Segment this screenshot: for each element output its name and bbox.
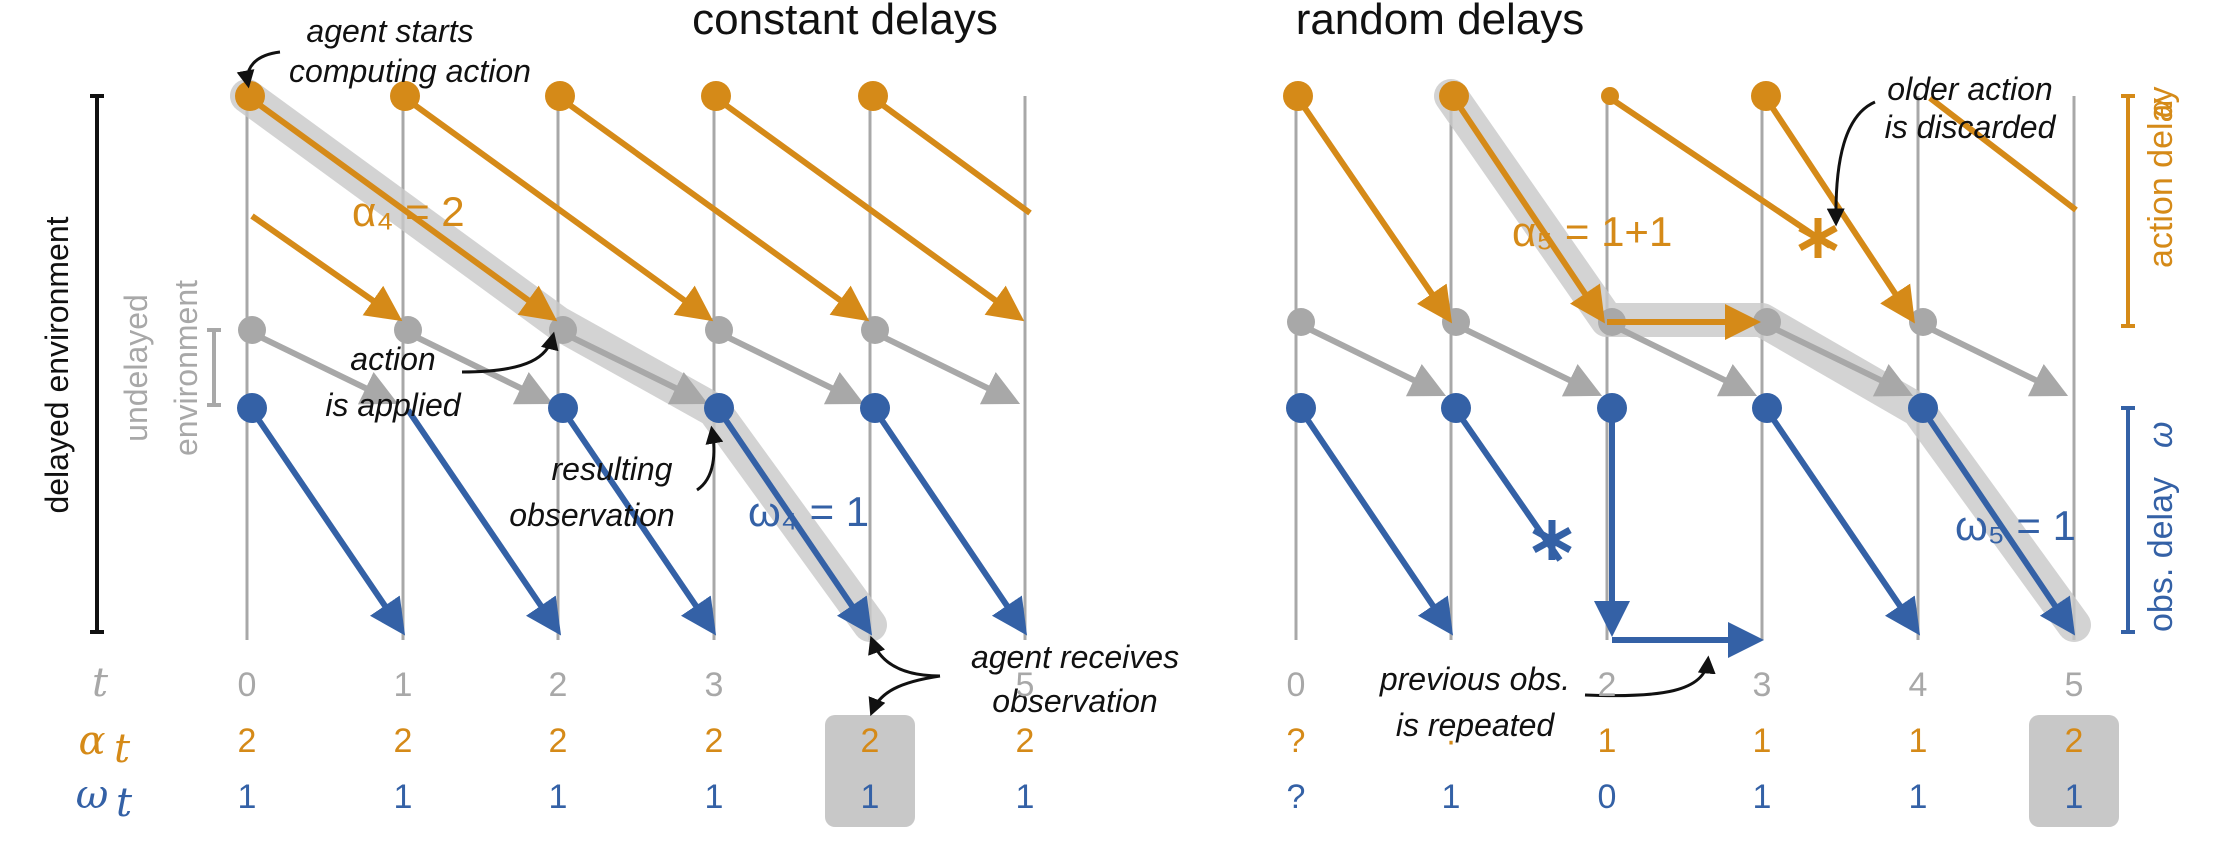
random-alpha-value: 1 bbox=[1753, 722, 1772, 760]
random-alpha-value: 1 bbox=[1909, 722, 1928, 760]
constant-omega-value: 1 bbox=[705, 778, 724, 816]
constant-omega-value: 1 bbox=[394, 778, 413, 816]
discard-star-action bbox=[1798, 218, 1838, 258]
row-label-omega: ω t bbox=[76, 772, 133, 826]
random-omega-value: 1 bbox=[1909, 778, 1928, 816]
agent-start-dots-random bbox=[1283, 81, 1781, 111]
row-label-omega-sub: t bbox=[116, 780, 133, 826]
obs-delay-bracket bbox=[2121, 406, 2135, 634]
highlight-box-random bbox=[2029, 715, 2119, 827]
label-omega4: ω₄ = 1 bbox=[748, 488, 869, 535]
anno-older-2: is discarded bbox=[1885, 109, 2057, 145]
anno-previous-2: is repeated bbox=[1396, 707, 1556, 743]
label-action-delay-sym: α bbox=[2142, 97, 2180, 118]
anno-resulting-1: resulting bbox=[552, 451, 673, 487]
random-t-value: 5 bbox=[2065, 666, 2084, 704]
action-arrows-random bbox=[1295, 96, 1915, 340]
random-omega-value: 1 bbox=[1442, 778, 1461, 816]
highlight-box-constant bbox=[825, 715, 915, 827]
obs-arrows-constant bbox=[249, 408, 1028, 636]
anno-agent-starts-1: agent starts bbox=[306, 13, 473, 49]
random-omega-value: 1 bbox=[1753, 778, 1772, 816]
obs-dots-constant bbox=[237, 393, 890, 423]
label-alpha5: α₅ = 1+1 bbox=[1512, 208, 1672, 255]
row-label-alpha-sym: α bbox=[78, 718, 105, 764]
constant-t-value: 2 bbox=[549, 666, 568, 704]
label-undelayed-2: environment bbox=[168, 280, 204, 456]
label-undelayed-1: undelayed bbox=[118, 294, 154, 442]
action-arrow-discarded bbox=[1608, 95, 1832, 249]
ticks-random: 0 2 3 4 5? · 1 1 1 2? 1 0 1 1 1 bbox=[1287, 666, 2084, 816]
obs-dots-random bbox=[1286, 393, 1938, 423]
label-alpha4: α₄ = 2 bbox=[352, 188, 465, 235]
label-delayed-env: delayed environment bbox=[39, 216, 75, 513]
anno-resulting-2: observation bbox=[509, 497, 674, 533]
random-t-value: 2 bbox=[1598, 666, 1617, 704]
random-alpha-value: · bbox=[1445, 722, 1456, 760]
row-label-alpha: α t bbox=[78, 718, 130, 772]
anno-previous-1: previous obs. bbox=[1379, 661, 1570, 697]
row-label-omega-sym: ω bbox=[76, 772, 109, 818]
constant-alpha-value: 2 bbox=[861, 722, 880, 760]
label-omega5: ω₅ = 1 bbox=[1955, 502, 2076, 549]
row-label-alpha-sub: t bbox=[114, 726, 131, 772]
random-omega-value: 1 bbox=[2065, 778, 2084, 816]
label-action-delay: action delay bbox=[2142, 87, 2180, 268]
random-t-value: 0 bbox=[1287, 666, 1306, 704]
anno-older-1: older action bbox=[1887, 71, 2052, 107]
undelayed-transitions bbox=[250, 322, 2069, 405]
ticks-constant: 0 1 2 3 5 2 2 2 2 2 2 1 1 1 1 1 1 bbox=[238, 666, 1035, 816]
constant-alpha-value: 2 bbox=[705, 722, 724, 760]
anno-action-applied-1: action bbox=[350, 341, 435, 377]
action-delay-bracket bbox=[2121, 94, 2135, 328]
random-alpha-value: 2 bbox=[2065, 722, 2084, 760]
constant-t-value: 5 bbox=[1016, 666, 1035, 704]
delayed-env-bracket bbox=[90, 94, 104, 634]
anno-agent-starts-2: computing action bbox=[289, 53, 531, 89]
constant-alpha-value: 2 bbox=[549, 722, 568, 760]
random-omega-value: ? bbox=[1287, 778, 1306, 816]
agent-start-dots-constant bbox=[235, 81, 888, 111]
constant-omega-value: 1 bbox=[549, 778, 568, 816]
label-obs-delay: obs. delay bbox=[2142, 477, 2180, 632]
anno-agent-receives-2: observation bbox=[992, 683, 1157, 719]
constant-alpha-value: 2 bbox=[394, 722, 413, 760]
constant-alpha-value: 2 bbox=[1016, 722, 1035, 760]
random-alpha-value: ? bbox=[1287, 722, 1306, 760]
constant-omega-value: 1 bbox=[861, 778, 880, 816]
undelayed-env-bracket bbox=[207, 328, 221, 407]
random-t-value: 4 bbox=[1909, 666, 1928, 704]
discard-star-obs bbox=[1532, 520, 1572, 560]
anno-agent-receives-1: agent receives bbox=[971, 639, 1179, 675]
title-constant: constant delays bbox=[692, 0, 998, 44]
annotation-pointers bbox=[236, 50, 1876, 717]
constant-t-value: 3 bbox=[705, 666, 724, 704]
label-obs-delay-sym: ω bbox=[2142, 422, 2180, 448]
time-gridlines bbox=[245, 96, 2076, 640]
constant-omega-value: 1 bbox=[238, 778, 257, 816]
constant-omega-value: 1 bbox=[1016, 778, 1035, 816]
row-label-t: t bbox=[92, 660, 109, 706]
anno-action-applied-2: is applied bbox=[325, 387, 461, 423]
action-arrows-constant bbox=[248, 95, 1025, 322]
action-arrow-partial bbox=[871, 95, 1032, 216]
constant-t-value: 0 bbox=[238, 666, 257, 704]
constant-t-value: 1 bbox=[394, 666, 413, 704]
random-omega-value: 0 bbox=[1598, 778, 1617, 816]
obs-arrows-random bbox=[1298, 408, 2076, 658]
title-random: random delays bbox=[1296, 0, 1585, 44]
random-alpha-value: 1 bbox=[1598, 722, 1617, 760]
random-t-value: 3 bbox=[1753, 666, 1772, 704]
action-arrow-partial-random bbox=[1928, 95, 2078, 213]
constant-alpha-value: 2 bbox=[238, 722, 257, 760]
